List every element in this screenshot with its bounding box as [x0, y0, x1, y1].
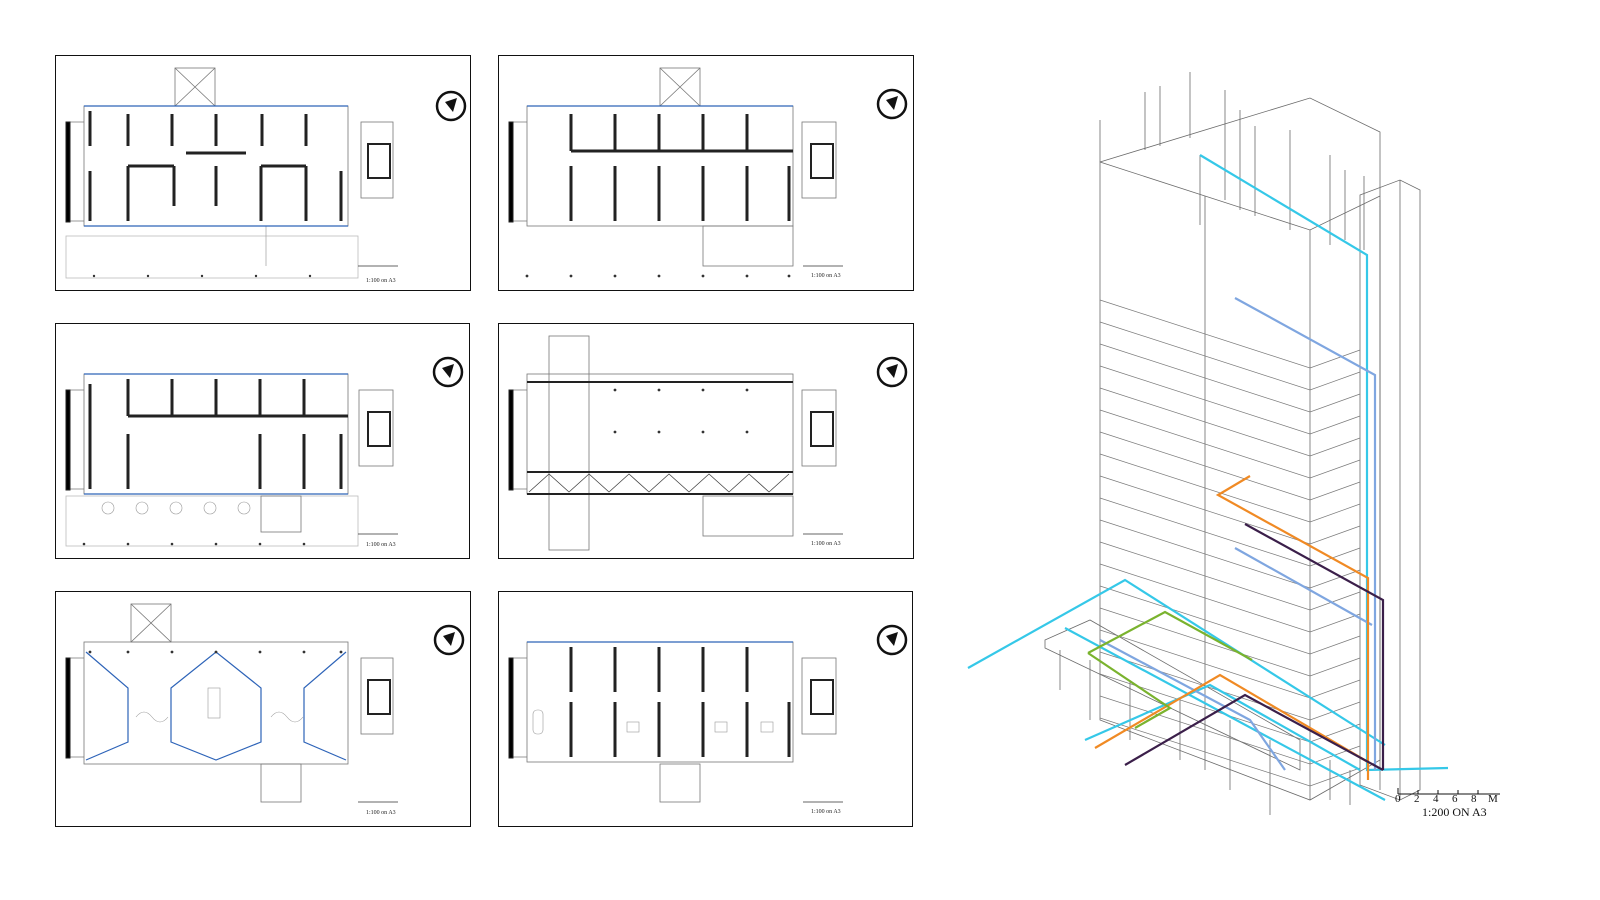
floor-plan-drawing: [65, 356, 464, 547]
floor-slab-line: [1099, 563, 1361, 633]
north-arrow-icon: [876, 356, 908, 388]
floor-slab-line: [1099, 695, 1361, 765]
floor-slab-line: [1099, 365, 1361, 435]
floor-slab-line: [1099, 387, 1361, 457]
floor-slab-line: [1099, 299, 1361, 369]
scale-tick-2: 2: [1414, 793, 1420, 805]
floor-slab-line: [1099, 607, 1361, 677]
plan-sheet-6: 1:100 on A3: [498, 591, 913, 827]
scale-label: 1:100 on A3: [366, 810, 396, 816]
floor-plan-drawing: [508, 67, 908, 278]
scale-bar: [1397, 788, 1500, 795]
plan-sheet-2: 1:100 on A3: [498, 55, 914, 291]
electrical-low: [1094, 673, 1369, 763]
floor-plan-drawing: [65, 603, 465, 803]
floor-plan-drawing: [508, 335, 908, 551]
floor-slab-line: [1099, 519, 1361, 589]
floor-slab-line: [1099, 431, 1361, 501]
floor-slab-line: [1099, 475, 1361, 545]
floor-slab-line: [1099, 343, 1361, 413]
drainage-line: [1244, 523, 1385, 770]
floor-slab-line: [1099, 321, 1361, 391]
floor-slab-line: [1099, 497, 1361, 567]
floor-plan-drawing: [65, 67, 467, 279]
water-line-supply: [967, 578, 1386, 746]
scale-tick-6: 6: [1452, 793, 1458, 805]
scale-tick-8: 8: [1471, 793, 1477, 805]
electrical-line: [1215, 475, 1370, 780]
scale-label: 1:100 on A3: [811, 809, 841, 815]
scale-label: 1:100 on A3: [811, 541, 841, 547]
scale-tick-0: 0: [1395, 793, 1401, 805]
ventilation-low: [1099, 639, 1286, 771]
water-branch-2: [1064, 627, 1386, 801]
scale-tick-4: 4: [1433, 793, 1439, 805]
tower-structure: [1044, 72, 1421, 815]
floor-slab-line: [1099, 717, 1361, 787]
floor-slab-line: [1099, 541, 1361, 611]
gas-line: [1087, 610, 1253, 661]
drainage-low: [1124, 693, 1384, 771]
north-arrow-icon: [876, 624, 908, 656]
plan-sheet-3: 1:100 on A3: [55, 323, 470, 559]
plan-sheet-4: 1:100 on A3: [498, 323, 914, 559]
north-arrow-icon: [876, 88, 908, 120]
north-arrow-icon: [435, 90, 467, 122]
floor-slabs: [1099, 299, 1361, 787]
ventilation-branch: [1234, 547, 1373, 626]
floor-slab-line: [1099, 409, 1361, 479]
gas-loop: [1087, 652, 1173, 729]
axonometric-services-diagram: [967, 72, 1500, 815]
north-arrow-icon: [432, 356, 464, 388]
floor-plan-drawing: [508, 624, 908, 803]
north-arrow-icon: [433, 624, 465, 656]
water-branch: [1084, 683, 1361, 771]
floor-slab-line: [1099, 651, 1361, 721]
scale-label: 1:100 on A3: [366, 542, 396, 548]
water-line: [1199, 154, 1449, 772]
scale-label: 1:100 on A3: [366, 278, 396, 284]
scale-label: 1:100 on A3: [811, 273, 841, 279]
axonometric-scale-label: 1:200 ON A3: [1422, 805, 1487, 819]
service-lines: [967, 154, 1449, 801]
scale-tick-unit: M: [1488, 793, 1498, 805]
ventilation-line: [1234, 297, 1377, 770]
plan-sheet-1: 1:100 on A3: [55, 55, 471, 291]
floor-slab-line: [1099, 453, 1361, 523]
plan-sheet-5: 1:100 on A3: [55, 591, 471, 827]
